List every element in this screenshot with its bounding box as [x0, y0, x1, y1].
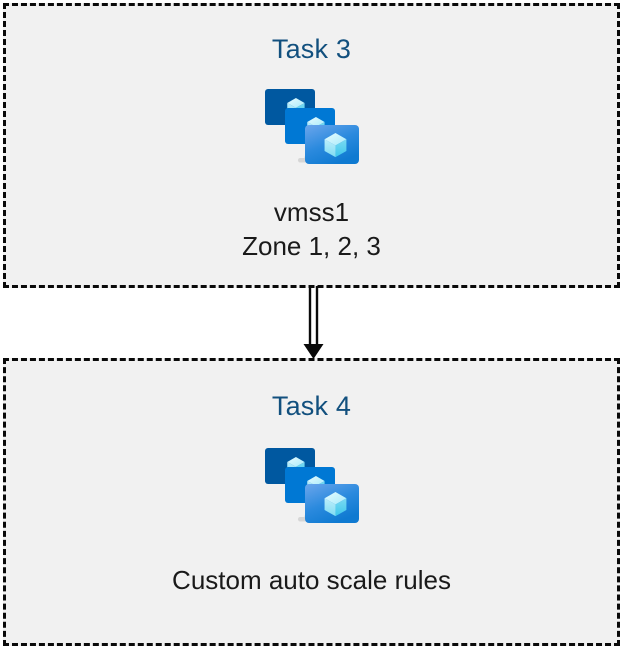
virtual-machine-scale-set-icon: [264, 89, 359, 164]
task-box-task-3[interactable]: Task 3: [3, 3, 620, 288]
caption-line: vmss1: [273, 197, 350, 227]
caption-block-task-3: vmss1 Zone 1, 2, 3: [242, 195, 381, 263]
task-heading: Task 3: [271, 34, 352, 64]
caption-block-task-4: Custom auto scale rules: [172, 563, 451, 597]
caption-line: Zone 1, 2, 3: [242, 231, 381, 261]
task-box-task-4[interactable]: Task 4: [3, 358, 620, 646]
virtual-machine-scale-set-icon: [264, 448, 359, 523]
task-heading: Task 4: [271, 391, 352, 421]
caption-line: Custom auto scale rules: [172, 565, 451, 595]
task3-to-task4-arrow: [303, 286, 324, 359]
